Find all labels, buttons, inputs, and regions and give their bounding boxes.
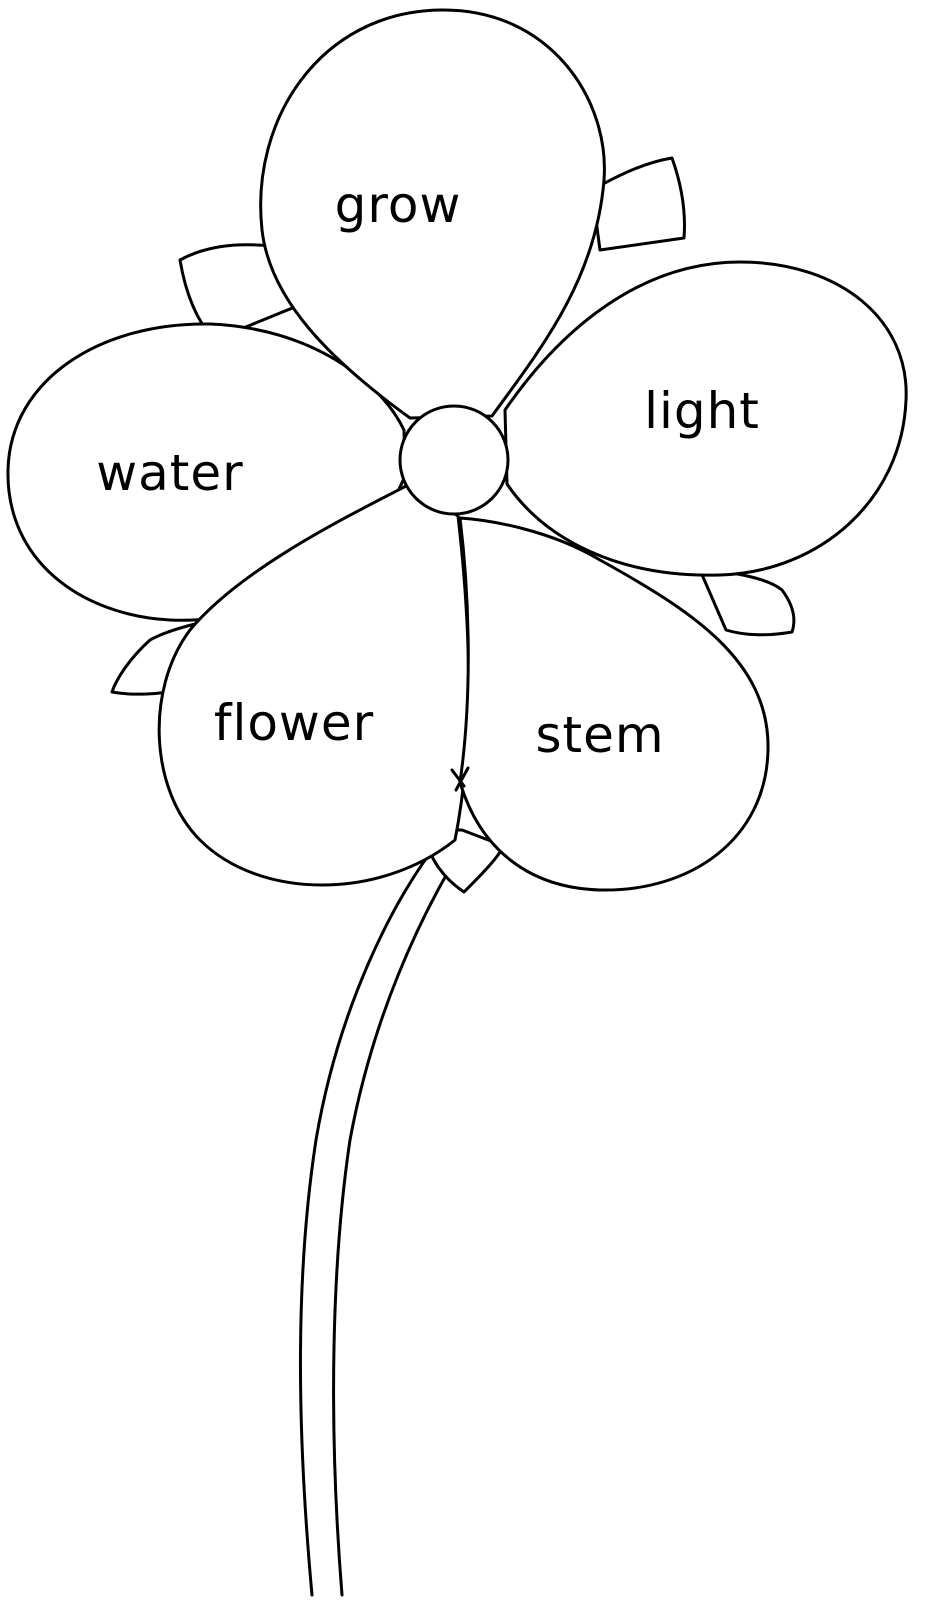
petal-word-top: grow [335, 176, 462, 234]
petal-word-bottom-right: stem [535, 706, 664, 764]
flower-center [400, 406, 508, 514]
stem-left-edge [300, 840, 440, 1595]
sepal-right [700, 570, 794, 635]
stem-right-edge [334, 848, 462, 1595]
petal-word-right: light [644, 382, 760, 440]
flower-stem [300, 840, 462, 1595]
petal-word-left: water [96, 444, 243, 502]
petal-word-bottom-left: flower [214, 694, 374, 752]
